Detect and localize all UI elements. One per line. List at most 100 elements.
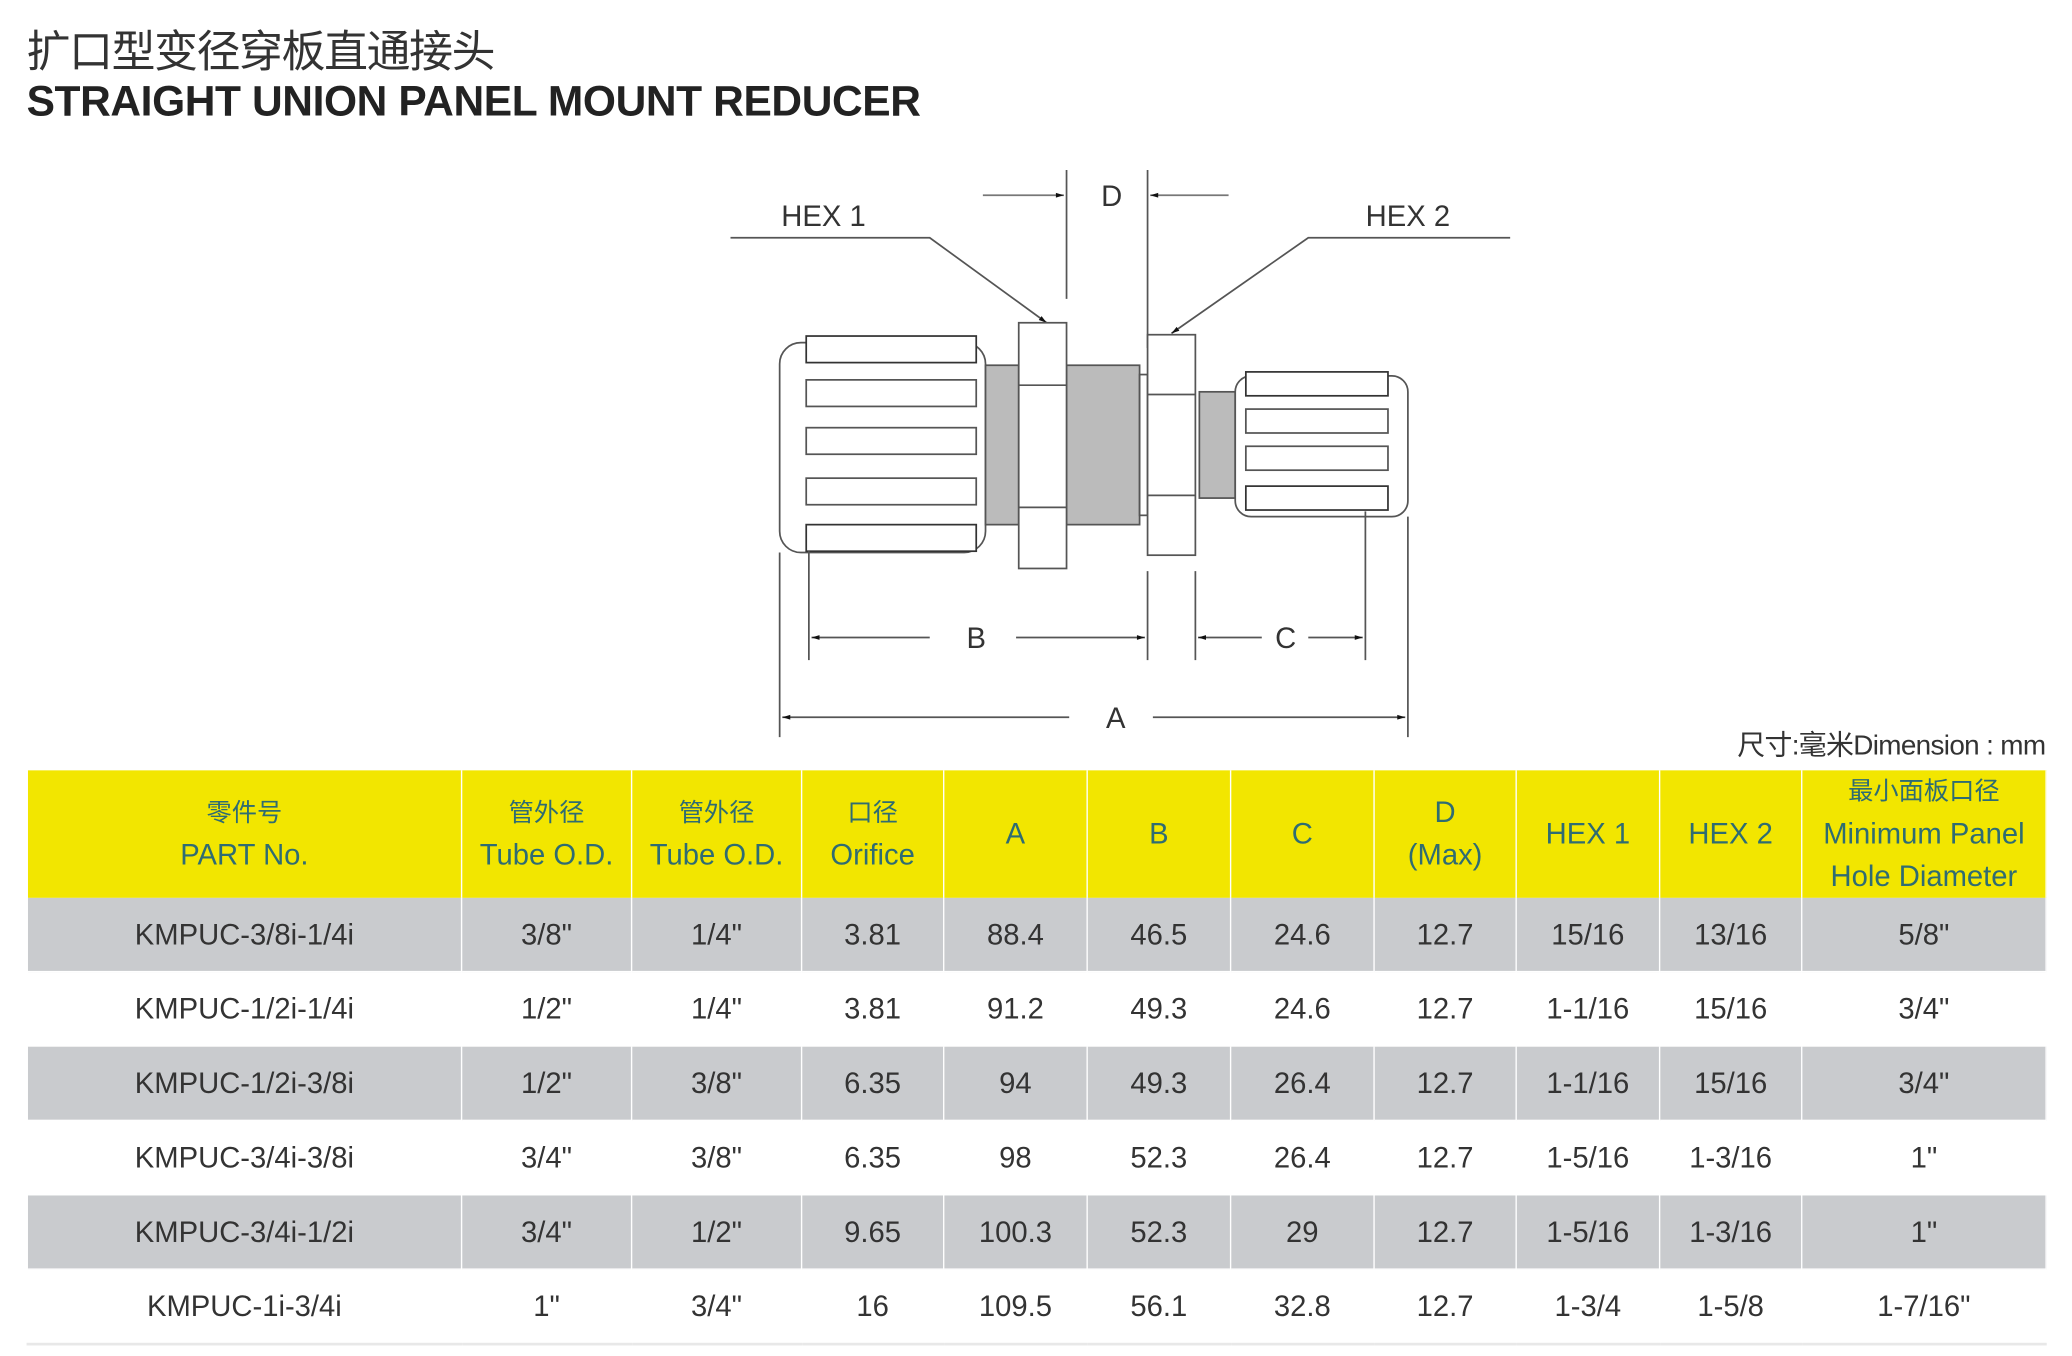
table-cell: 1/2" — [460, 1045, 633, 1122]
label-c: C — [1275, 623, 1296, 655]
table-cell: 3/4" — [1801, 1045, 2047, 1122]
title-english: STRAIGHT UNION PANEL MOUNT REDUCER — [26, 77, 921, 125]
fitting-drawing: D HEX 1 HEX 2 B C A — [730, 170, 1511, 738]
column-header: A — [943, 770, 1088, 898]
column-header: 管外径 Tube O.D. — [630, 770, 803, 898]
table-cell: 6.35 — [800, 1045, 945, 1122]
header-en: Tube O.D. — [649, 838, 784, 872]
label-hex1: HEX 1 — [781, 201, 865, 233]
table-cell: 3.81 — [800, 897, 945, 973]
table-cell: 3/4" — [460, 1194, 633, 1270]
table-cell: 3/4" — [630, 1269, 803, 1346]
header-en2: Hole Diameter — [1830, 859, 2018, 893]
column-header: D (Max) — [1373, 770, 1517, 898]
table-cell: 1/4" — [630, 971, 803, 1047]
table-cell: 1/4" — [630, 897, 803, 973]
column-header: HEX 1 — [1515, 770, 1661, 898]
header-en: Minimum Panel — [1823, 816, 2025, 851]
dimension-unit-note: 尺寸:毫米Dimension : mm — [1737, 730, 2046, 762]
table-cell: 12.7 — [1373, 897, 1517, 973]
table-cell: 5/8" — [1801, 897, 2047, 973]
table-cell: 13/16 — [1658, 897, 1803, 973]
label-a: A — [1106, 703, 1126, 735]
table-cell: 1-5/16 — [1515, 1194, 1661, 1270]
table-cell: 109.5 — [943, 1269, 1088, 1346]
table-cell: 52.3 — [1086, 1120, 1232, 1196]
title-chinese: 扩口型变径穿板直通接头 — [26, 25, 496, 78]
table-cell: 88.4 — [943, 897, 1088, 973]
header-en: HEX 1 — [1545, 816, 1631, 851]
column-header: 零件号 PART No. — [26, 770, 463, 898]
table-cell: 1-3/16 — [1658, 1120, 1803, 1196]
table-cell: 6.35 — [800, 1120, 945, 1196]
part-number-cell: KMPUC-3/8i-1/4i — [26, 897, 463, 973]
table-cell: 3/8" — [630, 1045, 803, 1122]
table-cell: 9.65 — [800, 1194, 945, 1270]
header-cn: 零件号 — [206, 798, 283, 828]
header-en: PART No. — [180, 838, 309, 872]
table-cell: 15/16 — [1658, 971, 1803, 1047]
table-cell: 1" — [1801, 1194, 2047, 1270]
table-cell: 15/16 — [1515, 897, 1661, 973]
table-cell: 3/8" — [630, 1120, 803, 1196]
table-cell: 12.7 — [1373, 1269, 1517, 1346]
table-cell: 49.3 — [1086, 1045, 1232, 1122]
part-number-cell: KMPUC-1/2i-1/4i — [26, 971, 463, 1047]
label-hex2: HEX 2 — [1366, 201, 1450, 233]
table-cell: 24.6 — [1229, 897, 1375, 973]
table-cell: 49.3 — [1086, 971, 1232, 1047]
table-cell: 3/8" — [460, 897, 633, 973]
header-cn: 管外径 — [508, 798, 585, 828]
table-cell: 98 — [943, 1120, 1088, 1196]
header-cn: 最小面板口径 — [1848, 776, 2000, 807]
header-en: C — [1291, 816, 1313, 851]
table-cell: 1" — [460, 1269, 633, 1346]
table-cell: 32.8 — [1229, 1269, 1375, 1346]
table-cell: 12.7 — [1373, 1120, 1517, 1196]
table-cell: 1-3/16 — [1658, 1194, 1803, 1270]
header-en: A — [1005, 816, 1026, 851]
label-d: D — [1101, 181, 1122, 213]
header-en: Tube O.D. — [479, 838, 614, 872]
table-cell: 12.7 — [1373, 1194, 1517, 1270]
table-cell: 15/16 — [1658, 1045, 1803, 1122]
table-cell: 29 — [1229, 1194, 1375, 1270]
table-cell: 1-7/16" — [1801, 1269, 2047, 1346]
header-cn: 管外径 — [678, 798, 755, 828]
table-cell: 12.7 — [1373, 971, 1517, 1047]
table-cell: 46.5 — [1086, 897, 1232, 973]
table-cell: 100.3 — [943, 1194, 1088, 1270]
part-number-cell: KMPUC-1i-3/4i — [26, 1269, 463, 1346]
table-cell: 91.2 — [943, 971, 1088, 1047]
table-cell: 1-1/16 — [1515, 971, 1661, 1047]
table-cell: 3.81 — [800, 971, 945, 1047]
table-cell: 1-1/16 — [1515, 1045, 1661, 1122]
table-cell: 1/2" — [460, 971, 633, 1047]
table-cell: 12.7 — [1373, 1045, 1517, 1122]
table-cell: 56.1 — [1086, 1269, 1232, 1346]
table-cell: 3/4" — [1801, 971, 2047, 1047]
column-header: C — [1229, 770, 1375, 898]
table-cell: 1-3/4 — [1515, 1269, 1661, 1346]
table-cell: 16 — [800, 1269, 945, 1346]
table-cell: 3/4" — [460, 1120, 633, 1196]
table-cell: 52.3 — [1086, 1194, 1232, 1270]
table-cell: 26.4 — [1229, 1120, 1375, 1196]
column-header: 管外径 Tube O.D. — [460, 770, 633, 898]
part-number-cell: KMPUC-1/2i-3/8i — [26, 1045, 463, 1122]
header-en2: (Max) — [1407, 838, 1483, 872]
part-number-cell: KMPUC-3/4i-1/2i — [26, 1194, 463, 1270]
header-en: D — [1434, 795, 1456, 829]
header-en: Orifice — [830, 838, 915, 872]
